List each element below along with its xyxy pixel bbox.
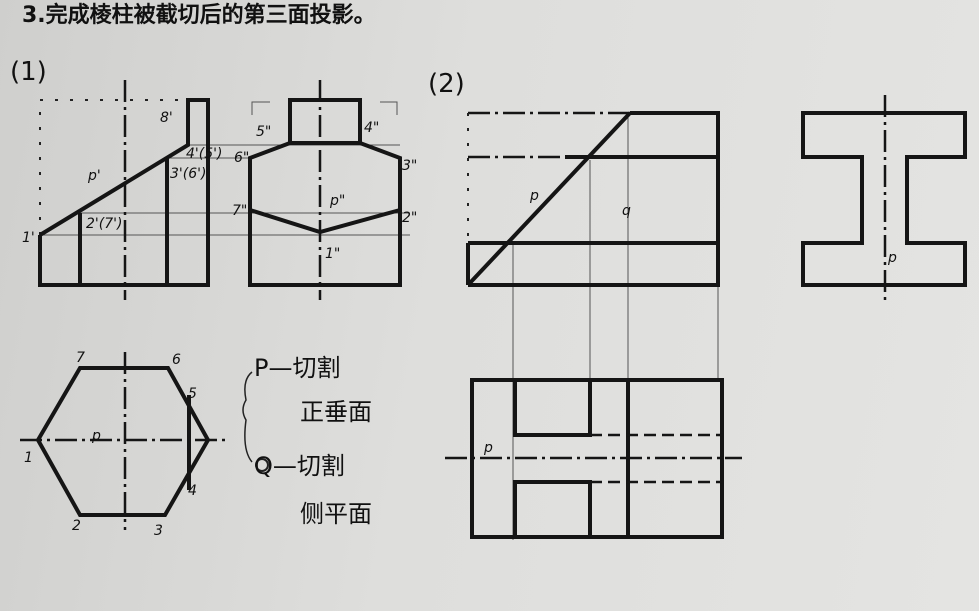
problem-2-label: (2)	[428, 69, 465, 99]
handwritten-notes: P—切割 正垂面 Q—切割 侧平面	[242, 354, 372, 528]
label: p	[483, 440, 493, 456]
label: p"	[329, 193, 345, 209]
label: 2	[72, 518, 81, 534]
note-p-type: 正垂面	[300, 398, 372, 426]
label: p	[529, 188, 539, 204]
label: 1'	[22, 230, 35, 246]
label: 5	[188, 386, 197, 402]
label: 3"	[402, 158, 417, 174]
note-q: Q—切割	[254, 452, 345, 480]
label: 3'(6')	[170, 166, 206, 182]
label: 7"	[232, 203, 247, 219]
label: q	[622, 203, 631, 219]
p2-top-view: p	[445, 378, 742, 539]
note-p: P—切割	[254, 354, 340, 382]
label: p	[91, 428, 101, 444]
p2-side-view: p	[801, 95, 967, 302]
label: 1	[24, 450, 33, 466]
label: 5"	[256, 124, 271, 140]
label: p'	[87, 168, 101, 184]
label: 4"	[364, 120, 379, 136]
label: p	[887, 250, 897, 266]
label: 2"	[402, 210, 417, 226]
p2-front-view: p q	[466, 111, 720, 540]
label: 7	[76, 350, 85, 366]
label: 2'(7')	[86, 216, 122, 232]
label: 8'	[160, 110, 173, 126]
exercise-title: 3.完成棱柱被截切后的第三面投影。	[22, 2, 376, 28]
p1-front-view: 8' 4'(5') 3'(6') p' 2'(7') 1'	[22, 80, 410, 300]
label: 4'(5')	[186, 146, 222, 162]
label: 4	[188, 483, 197, 499]
p1-side-view: 5" 4" 6" 3" 7" 2" p" 1"	[232, 80, 417, 300]
label: 6	[172, 352, 181, 368]
label: 3	[154, 523, 163, 539]
label: 1"	[325, 246, 340, 262]
label: 6"	[234, 150, 249, 166]
p1-top-view: 7 6 5 1 p 4 2 3	[20, 350, 228, 539]
note-q-type: 侧平面	[300, 500, 372, 528]
problem-1-label: (1)	[10, 57, 47, 87]
